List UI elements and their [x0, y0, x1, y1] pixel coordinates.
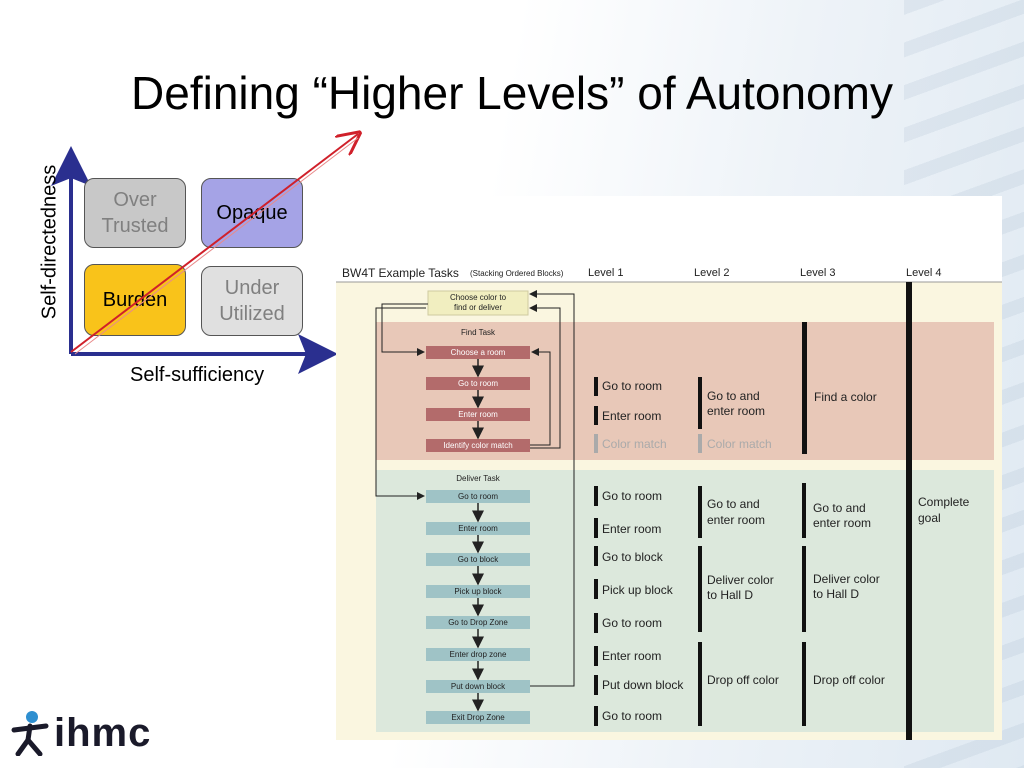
person-running-icon: [11, 711, 49, 756]
deliver-step-6: [426, 680, 530, 693]
level-4-bar: [906, 282, 912, 740]
deliver-step-3-label: Pick up block: [454, 587, 502, 596]
ihmc-logo: ihmc: [10, 706, 151, 760]
burden-label: Burden: [102, 289, 168, 311]
find-l2-line2: enter room: [707, 404, 765, 418]
deliver-l1-3: Pick up block: [602, 583, 674, 597]
deliver-l1-1: Enter room: [602, 522, 661, 536]
find-l1-1: Enter room: [602, 409, 661, 423]
svg-text:BW4T Example Tasks: BW4T Example Tasks: [342, 266, 459, 280]
bw4t-diagram: BW4T Example Tasks (Stacking Ordered Blo…: [336, 266, 1002, 740]
deliver-l2-a-line1: Go to and: [707, 497, 760, 511]
deliver-l3-a-line2: enter room: [813, 516, 871, 530]
over-trusted-line1: Over: [113, 189, 157, 211]
deliver-step-6-label: Put down block: [451, 682, 506, 691]
find-l1-2: Color match: [602, 437, 667, 451]
deliver-steps: Go to room Enter room Go to block Pick u…: [426, 490, 530, 724]
under-utilized-line1: Under: [224, 277, 280, 299]
deliver-l4-line1: Complete: [918, 495, 970, 509]
find-step-1: [426, 377, 530, 390]
find-step-3-label: Identify color match: [443, 441, 512, 450]
level-1-label: Level 1: [588, 267, 623, 279]
deliver-l1-0: Go to room: [602, 489, 662, 503]
find-step-2: [426, 408, 530, 421]
deliver-l1-6: Put down block: [602, 678, 684, 692]
find-l3: Find a color: [814, 390, 877, 404]
find-step-1-label: Go to room: [458, 379, 498, 388]
deliver-step-4: [426, 616, 530, 629]
over-trusted-line2: Trusted: [101, 215, 169, 237]
slide-title: Defining “Higher Levels” of Autonomy: [131, 67, 893, 119]
find-task-label: Find Task: [461, 328, 496, 337]
header-title: BW4T Example Tasks: [342, 266, 459, 280]
choose-color-box: [427, 290, 529, 316]
deliver-l2-a-line2: enter room: [707, 513, 765, 527]
x-axis-label: Self-sufficiency: [130, 364, 265, 386]
find-l2-line1: Go to and: [707, 389, 760, 403]
deliver-step-7-label: Exit Drop Zone: [451, 713, 505, 722]
deliver-step-2-label: Go to block: [458, 555, 499, 564]
deliver-l3-c: Drop off color: [813, 673, 885, 687]
deliver-step-3: [426, 585, 530, 598]
deliver-l2-b-line1: Deliver color: [707, 573, 774, 587]
find-step-3: [426, 439, 530, 452]
header-subtitle: (Stacking Ordered Blocks): [470, 269, 564, 278]
under-utilized-line2: Utilized: [219, 303, 285, 325]
deliver-step-1: [426, 522, 530, 535]
choose-color-line2: find or deliver: [454, 303, 502, 312]
deliver-task-label: Deliver Task: [456, 474, 500, 483]
deliver-l2-c: Drop off color: [707, 673, 779, 687]
deliver-l3-a-line1: Go to and: [813, 501, 866, 515]
opaque-label: Opaque: [216, 202, 288, 224]
deliver-step-5-label: Enter drop zone: [450, 650, 507, 659]
y-axis-label: Self-directedness: [38, 164, 61, 320]
deliver-step-1-label: Enter room: [458, 524, 498, 533]
bw4t-figure: BW4T Example Tasks (Stacking Ordered Blo…: [336, 196, 1002, 740]
level-3-label: Level 3: [800, 267, 835, 279]
deliver-step-4-label: Go to Drop Zone: [448, 618, 508, 627]
deliver-l1-7: Go to room: [602, 709, 662, 723]
deliver-l3-b-line1: Deliver color: [813, 572, 880, 586]
deliver-step-0: [426, 490, 530, 503]
find-step-2-label: Enter room: [458, 410, 498, 419]
choose-color-line1: Choose color to: [450, 293, 507, 302]
deliver-step-7: [426, 711, 530, 724]
deliver-step-5: [426, 648, 530, 661]
deliver-step-2: [426, 553, 530, 566]
level-2-label: Level 2: [694, 267, 729, 279]
deliver-step-0-label: Go to room: [458, 492, 498, 501]
find-step-0-label: Choose a room: [451, 348, 506, 357]
deliver-l1-5: Enter room: [602, 649, 661, 663]
logo-text: ihmc: [54, 710, 152, 755]
find-l1-0: Go to room: [602, 379, 662, 393]
deliver-l1-4: Go to room: [602, 616, 662, 630]
level-4-label: Level 4: [906, 267, 941, 279]
deliver-l1-2: Go to block: [602, 550, 664, 564]
quadrant-burden: Burden: [84, 264, 186, 336]
quadrant-opaque: Opaque: [201, 178, 303, 248]
deliver-l3-b-line2: to Hall D: [813, 587, 859, 601]
find-step-0: [426, 346, 530, 359]
find-l2-color: Color match: [707, 437, 772, 451]
deliver-l4-line2: goal: [918, 511, 941, 525]
deliver-l2-b-line2: to Hall D: [707, 588, 753, 602]
